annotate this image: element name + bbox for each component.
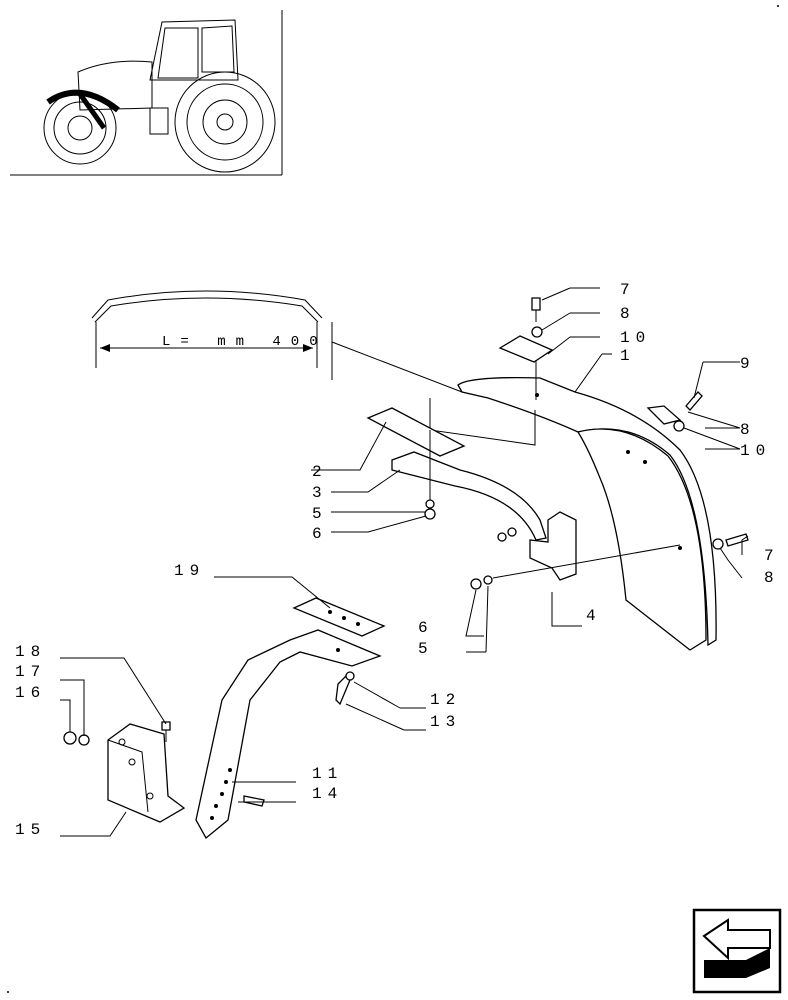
callout-6-upper: 6 xyxy=(312,525,328,543)
lower-right-bolt xyxy=(712,533,749,550)
step-arm-part-11 xyxy=(195,597,386,839)
mount-bracket-part-4 xyxy=(470,511,681,590)
callout-4: 4 xyxy=(586,607,602,625)
dimension-label: L= mm 400 xyxy=(162,334,328,350)
next-page-arrow-icon[interactable] xyxy=(692,908,782,994)
callout-7-lower: 7 xyxy=(764,547,780,565)
callout-10-right: 10 xyxy=(740,442,771,460)
callout-14: 14 xyxy=(312,785,343,803)
callout-1: 1 xyxy=(620,347,636,365)
callout-5-lower: 5 xyxy=(418,640,434,658)
leader-lines xyxy=(60,287,749,837)
callout-8-top: 8 xyxy=(620,305,636,323)
mounting-block-part-15 xyxy=(63,721,186,823)
callout-8-lower: 8 xyxy=(764,569,780,587)
callout-13: 13 xyxy=(430,713,461,731)
tractor-thumbnail xyxy=(10,10,283,176)
callout-8-right: 8 xyxy=(740,421,756,439)
top-bolt-stack xyxy=(498,297,554,400)
callout-12: 12 xyxy=(430,691,461,709)
callout-10-top: 10 xyxy=(620,329,651,347)
support-bracket xyxy=(366,407,547,541)
callout-labels: 7 8 10 1 9 8 10 2 3 5 6 7 8 4 6 5 19 12 … xyxy=(15,281,780,839)
callout-2: 2 xyxy=(312,463,328,481)
callout-18: 18 xyxy=(15,643,46,661)
callout-7-top: 7 xyxy=(620,281,636,299)
callout-3: 3 xyxy=(312,484,328,502)
fender-length-detail: L= mm 400 xyxy=(91,290,463,393)
callout-5-upper: 5 xyxy=(312,505,328,523)
callout-15: 15 xyxy=(15,821,46,839)
callout-19: 19 xyxy=(174,562,205,580)
callout-6-lower: 6 xyxy=(418,619,434,637)
callout-9: 9 xyxy=(740,355,756,373)
fender-part-1 xyxy=(429,376,717,651)
callout-16: 16 xyxy=(15,684,46,702)
callout-11: 11 xyxy=(312,765,343,783)
callout-17: 17 xyxy=(15,663,46,681)
